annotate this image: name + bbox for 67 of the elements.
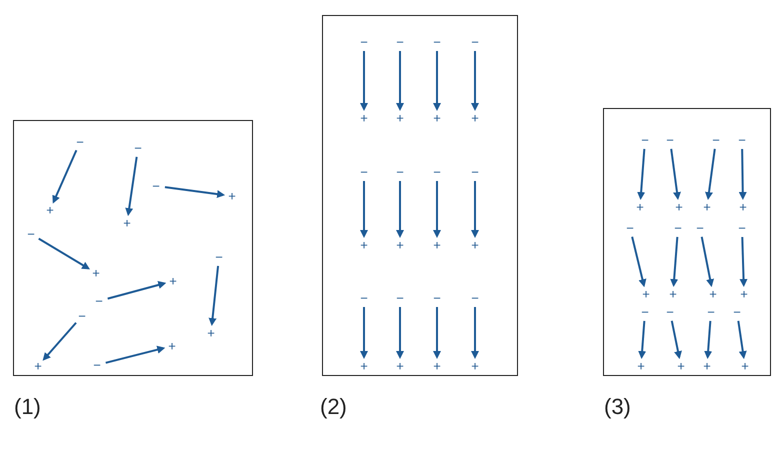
minus-sign: − (433, 166, 441, 178)
plus-sign: + (433, 112, 441, 124)
plus-sign: + (46, 204, 54, 216)
minus-sign: − (696, 222, 704, 234)
plus-sign: + (471, 112, 479, 124)
plus-sign: + (34, 360, 42, 372)
panel-caption: (1) (14, 395, 41, 419)
plus-sign: + (396, 360, 404, 372)
minus-sign: − (712, 134, 720, 146)
panel-caption: (3) (604, 395, 631, 419)
plus-sign: + (636, 200, 644, 214)
plus-sign: + (169, 274, 177, 288)
minus-sign: − (641, 306, 649, 318)
minus-sign: − (215, 250, 223, 264)
plus-sign: + (207, 326, 215, 340)
plus-sign: + (396, 112, 404, 124)
plus-sign: + (433, 238, 441, 252)
minus-sign: − (666, 134, 674, 146)
plus-sign: + (675, 200, 683, 214)
minus-sign: − (738, 222, 746, 234)
minus-sign: − (733, 306, 741, 318)
minus-sign: − (360, 36, 368, 48)
minus-sign: − (360, 166, 368, 178)
minus-sign: − (641, 134, 649, 146)
plus-sign: + (740, 288, 748, 300)
minus-sign: − (666, 306, 674, 318)
minus-sign: − (738, 134, 746, 146)
minus-sign: − (76, 136, 84, 148)
minus-sign: − (27, 228, 35, 240)
plus-sign: + (360, 238, 368, 252)
plus-sign: + (168, 340, 176, 352)
minus-sign: − (152, 180, 160, 192)
plus-sign: + (703, 200, 711, 214)
minus-sign: − (134, 142, 142, 154)
plus-sign: + (123, 216, 131, 230)
minus-sign: − (471, 36, 479, 48)
minus-sign: − (471, 292, 479, 304)
minus-sign: − (433, 292, 441, 304)
plus-sign: + (637, 360, 645, 372)
plus-sign: + (360, 360, 368, 372)
minus-sign: − (707, 306, 715, 318)
panel-caption: (2) (320, 395, 347, 419)
minus-sign: − (95, 294, 103, 308)
minus-sign: − (78, 310, 86, 322)
minus-sign: − (396, 36, 404, 48)
minus-sign: − (93, 358, 101, 372)
plus-sign: + (471, 360, 479, 372)
plus-sign: + (741, 360, 749, 372)
plus-sign: + (709, 288, 717, 300)
plus-sign: + (92, 266, 100, 280)
minus-sign: − (471, 166, 479, 178)
minus-sign: − (396, 292, 404, 304)
plus-sign: + (228, 190, 236, 202)
minus-sign: − (626, 222, 634, 234)
minus-sign: − (396, 166, 404, 178)
plus-sign: + (703, 360, 711, 372)
plus-sign: + (396, 238, 404, 252)
plus-sign: + (471, 238, 479, 252)
plus-sign: + (739, 200, 747, 214)
minus-sign: − (674, 222, 682, 234)
plus-sign: + (360, 112, 368, 124)
plus-sign: + (642, 288, 650, 300)
plus-sign: + (677, 360, 685, 372)
plus-sign: + (433, 360, 441, 372)
minus-sign: − (360, 292, 368, 304)
minus-sign: − (433, 36, 441, 48)
plus-sign: + (669, 288, 677, 300)
